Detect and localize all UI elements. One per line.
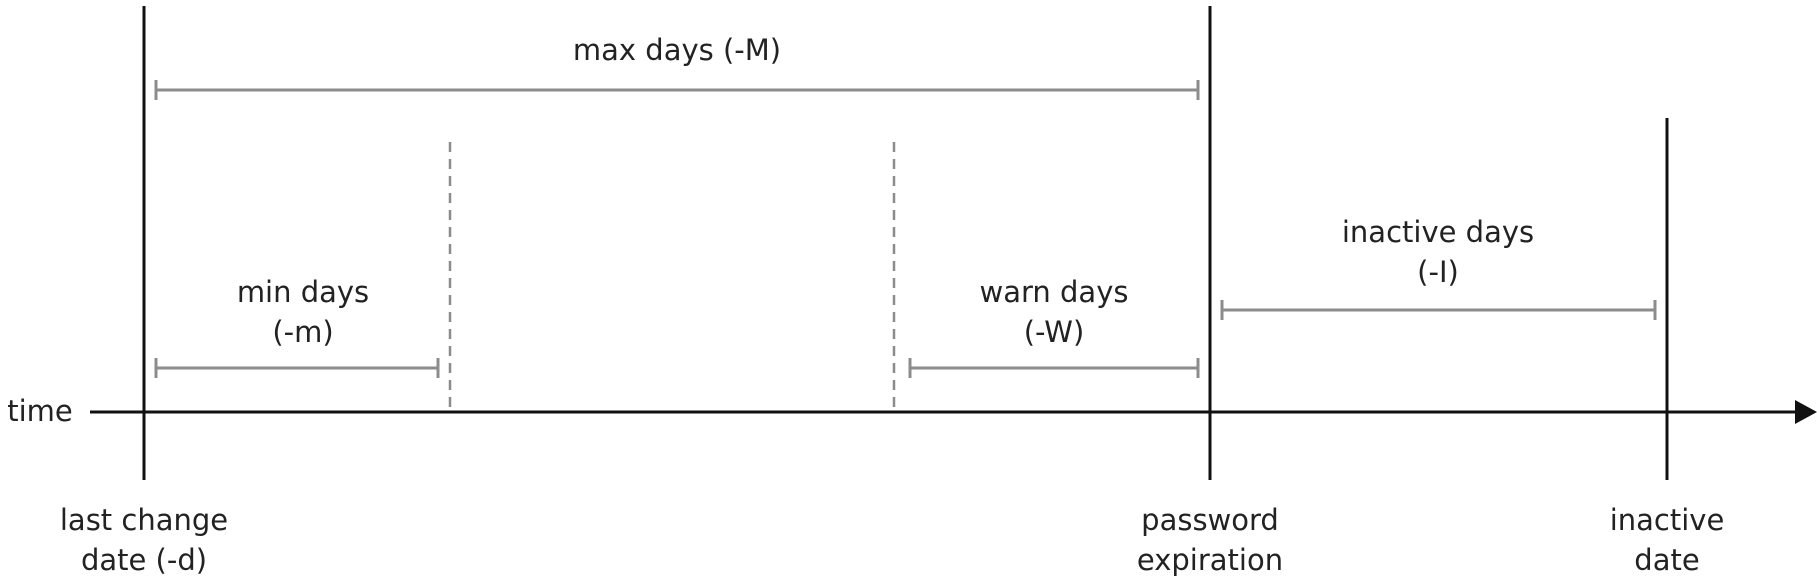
warn-days-label: warn days (-W) (979, 275, 1129, 349)
min-days-interval (154, 358, 440, 378)
inactive-days-interval (1220, 300, 1657, 320)
min-days-label: min days (-m) (236, 275, 370, 349)
warn-days-interval (908, 358, 1200, 378)
password-expiration-label: password expiration (1136, 503, 1284, 577)
max-days-interval (154, 80, 1200, 100)
inactive-days-label: inactive days (-I) (1341, 215, 1535, 289)
time-axis-label: time (7, 394, 73, 428)
max-days-label: max days (-M) (572, 33, 782, 67)
inactive-date-label: inactive date (1609, 503, 1725, 577)
time-axis-arrowhead (1795, 400, 1817, 424)
last-change-date-label: last change date (-d) (59, 503, 229, 577)
